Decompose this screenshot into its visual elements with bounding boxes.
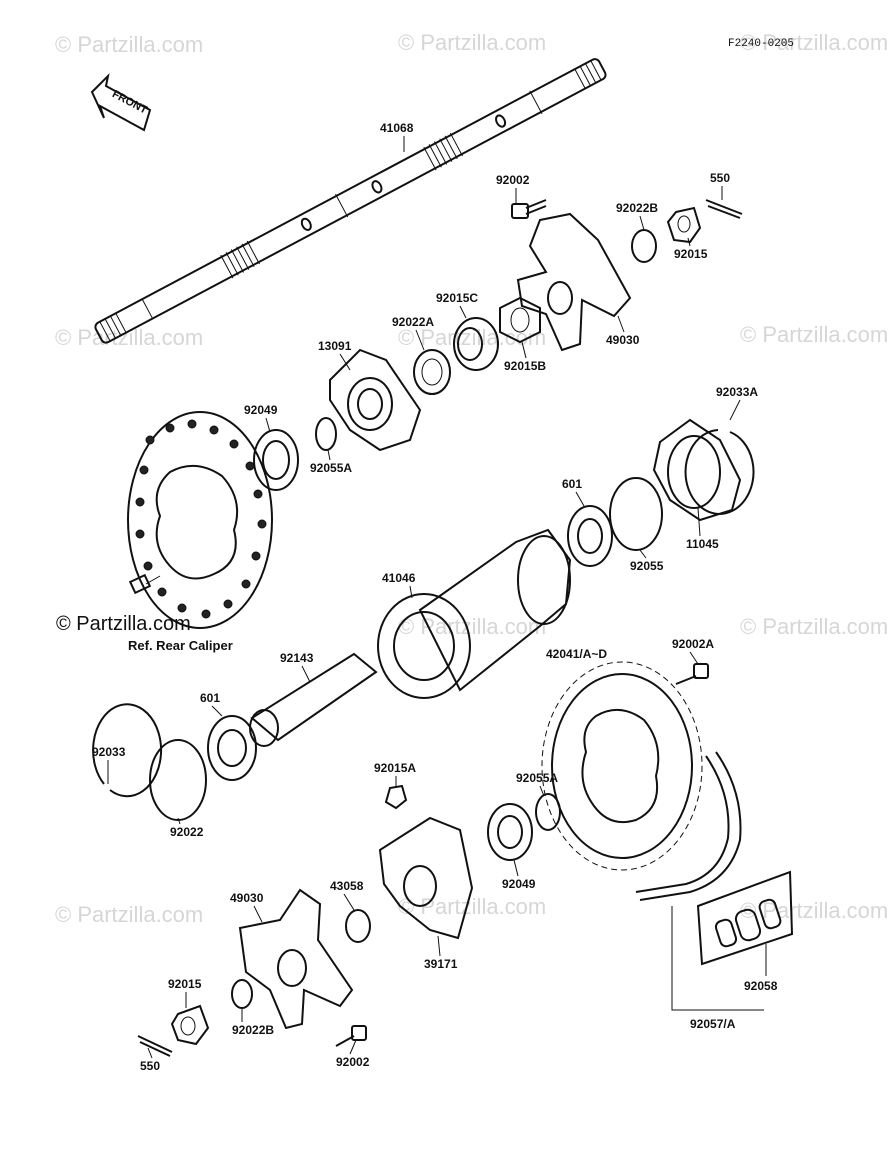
bolt-92002-lower (335, 1025, 367, 1047)
part-label: 92055 (630, 559, 664, 573)
washer-92022a-hole (421, 358, 443, 386)
nut-92015a (384, 784, 408, 810)
part-label: 92055A (516, 771, 558, 785)
part-label: 92015B (504, 359, 546, 373)
part-label: 601 (200, 691, 220, 705)
spacer-92143 (249, 652, 378, 747)
sprocket (541, 661, 703, 871)
carrier-upper (516, 212, 632, 352)
carrier-lower (238, 888, 354, 1030)
part-label: 42041/A~D (546, 647, 607, 661)
part-label: 92049 (502, 877, 536, 891)
part-label: 92143 (280, 651, 314, 665)
disc-hub (329, 348, 422, 452)
diagram-code: F2240-0205 (728, 38, 794, 50)
watermark: © Partzilla.com (398, 30, 546, 55)
bearing-housing (652, 418, 742, 522)
part-label: 92015 (674, 247, 708, 261)
ring-92022 (149, 739, 207, 821)
part-label: 92022A (392, 315, 434, 329)
part-label: 49030 (230, 891, 264, 905)
castle-nut-lower (170, 1004, 210, 1046)
watermark: © Partzilla.com (55, 32, 203, 57)
part-label: 41046 (382, 571, 416, 585)
circlip-92033 (92, 703, 163, 798)
washer-92022b-upper (631, 229, 657, 263)
part-label: 13091 (318, 339, 352, 353)
front-arrow-icon: FRONT (90, 72, 152, 132)
part-label: 92033 (92, 745, 126, 759)
seal-lower (487, 803, 533, 861)
watermark: © Partzilla.com (398, 614, 546, 639)
o-ring-92055 (609, 477, 663, 551)
front-label: FRONT (110, 88, 149, 117)
brake-disc (127, 411, 273, 629)
castle-nut-upper (666, 206, 702, 244)
drive-chain (635, 751, 742, 901)
watermark: © Partzilla.com (740, 898, 888, 923)
seal-upper (253, 429, 299, 491)
part-label: 41068 (380, 121, 414, 135)
circlip-92033a (684, 429, 755, 515)
part-label: 92022B (232, 1023, 274, 1037)
axle-shaft (94, 58, 607, 344)
bearing-601-upper (567, 505, 613, 567)
watermark: © Partzilla.com (55, 902, 203, 927)
part-label: 92015C (436, 291, 478, 305)
watermark: © Partzilla.com (740, 322, 888, 347)
master-link-kit (696, 870, 794, 966)
part-label: 92057/A (690, 1017, 736, 1031)
watermark: © Partzilla.com (55, 325, 203, 350)
circlip-43058 (345, 909, 371, 943)
disc-bolt (128, 573, 161, 595)
part-label: 92015 (168, 977, 202, 991)
leader-92057 (671, 906, 764, 1011)
cotter-pin-upper (705, 199, 743, 219)
part-label: 550 (710, 171, 730, 185)
part-label: 92022B (616, 201, 658, 215)
part-label: 92049 (244, 403, 278, 417)
part-label: 550 (140, 1059, 160, 1073)
part-label: 43058 (330, 879, 364, 893)
nut-92015c (453, 317, 499, 371)
washer-92022a (413, 349, 451, 395)
part-label: 92002 (336, 1055, 370, 1069)
bolt-92002-upper (511, 199, 547, 219)
part-label: 39171 (424, 957, 458, 971)
part-label: 92055A (310, 461, 352, 475)
circlip-upper (315, 417, 337, 451)
sprocket-hub (378, 816, 474, 940)
bolt-92002a (675, 663, 709, 685)
cotter-pin-lower (137, 1035, 173, 1057)
part-labels: 41068 92002 550 92022B 92015 49030 92015… (92, 121, 778, 1073)
part-label: 11045 (686, 537, 719, 551)
copyright-label: © Partzilla.com (56, 613, 191, 635)
part-label: 92002A (672, 637, 714, 651)
watermarks: © Partzilla.com © Partzilla.com © Partzi… (55, 30, 888, 927)
part-label: 92002 (496, 173, 530, 187)
part-label: 92015A (374, 761, 416, 775)
part-label: 92033A (716, 385, 758, 399)
leader-lines (107, 136, 741, 1059)
watermark: © Partzilla.com (740, 30, 888, 55)
part-label: 92058 (744, 979, 778, 993)
bearing-601-lower (207, 715, 257, 781)
watermark: © Partzilla.com (740, 614, 888, 639)
part-label: 601 (562, 477, 582, 491)
axle-housing (377, 528, 572, 699)
washer-92022b-lower (231, 979, 253, 1009)
circlip-lower (535, 793, 561, 831)
ref-caliper-label: Ref. Rear Caliper (128, 638, 233, 653)
part-label: 92022 (170, 825, 204, 839)
part-label: 49030 (606, 333, 640, 347)
